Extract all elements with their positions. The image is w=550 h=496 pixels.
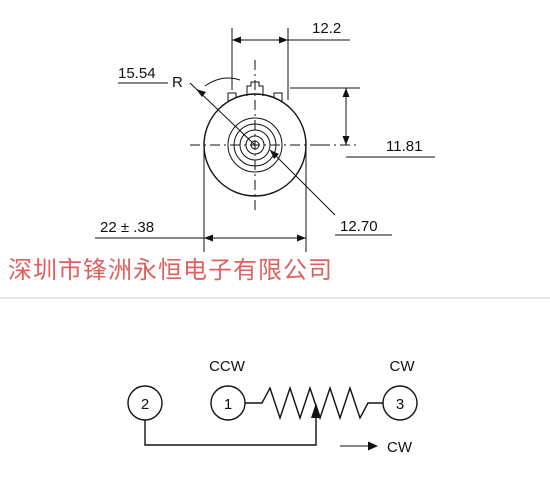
dim-22-arrow-left <box>204 234 213 242</box>
dim-12-2-text: 12.2 <box>312 20 341 37</box>
direction-label: CW <box>387 439 413 456</box>
dim-11-81-arrow-bottom <box>342 136 350 145</box>
dim-22-arrow-right <box>297 234 306 242</box>
dim-12-2-arrow-right <box>279 36 288 44</box>
direction-arrowhead <box>368 441 378 451</box>
watermark-text: 深圳市锋洲永恒电子有限公司 <box>8 257 333 284</box>
mechanical-drawing: 12.2 15.54 R 11.81 12.70 <box>95 20 435 252</box>
terminal-3-label: CW <box>390 358 416 375</box>
terminal-2-number: 2 <box>141 396 149 413</box>
dim-11-81-text: 11.81 <box>386 138 422 155</box>
dim-radius-text: 15.54 <box>118 65 156 82</box>
wiper-line <box>144 418 317 446</box>
shaft-ring-outer <box>227 117 283 173</box>
dim-12-2-arrow-left <box>232 36 241 44</box>
terminal-1-label: CCW <box>209 358 246 375</box>
terminal-1-number: 1 <box>224 396 232 413</box>
dim-12-70-arrow <box>270 150 279 159</box>
resistor-zigzag <box>245 385 383 421</box>
dim-radius-arc <box>204 77 241 87</box>
top-tab-right <box>273 92 283 101</box>
terminal-3-number: 3 <box>396 396 404 413</box>
dim-radius-suffix: R <box>172 74 183 91</box>
wiper-arrow <box>311 403 321 418</box>
top-tab-left <box>227 92 237 101</box>
dim-radius-arrow <box>196 89 206 97</box>
schematic: 2 1 CCW 3 CW CW <box>127 358 418 456</box>
dim-12-70-leader <box>269 149 336 216</box>
dim-11-81-arrow-top <box>342 88 350 97</box>
dim-12-70-text: 12.70 <box>340 218 378 235</box>
dim-22-text: 22 ± .38 <box>100 219 154 236</box>
